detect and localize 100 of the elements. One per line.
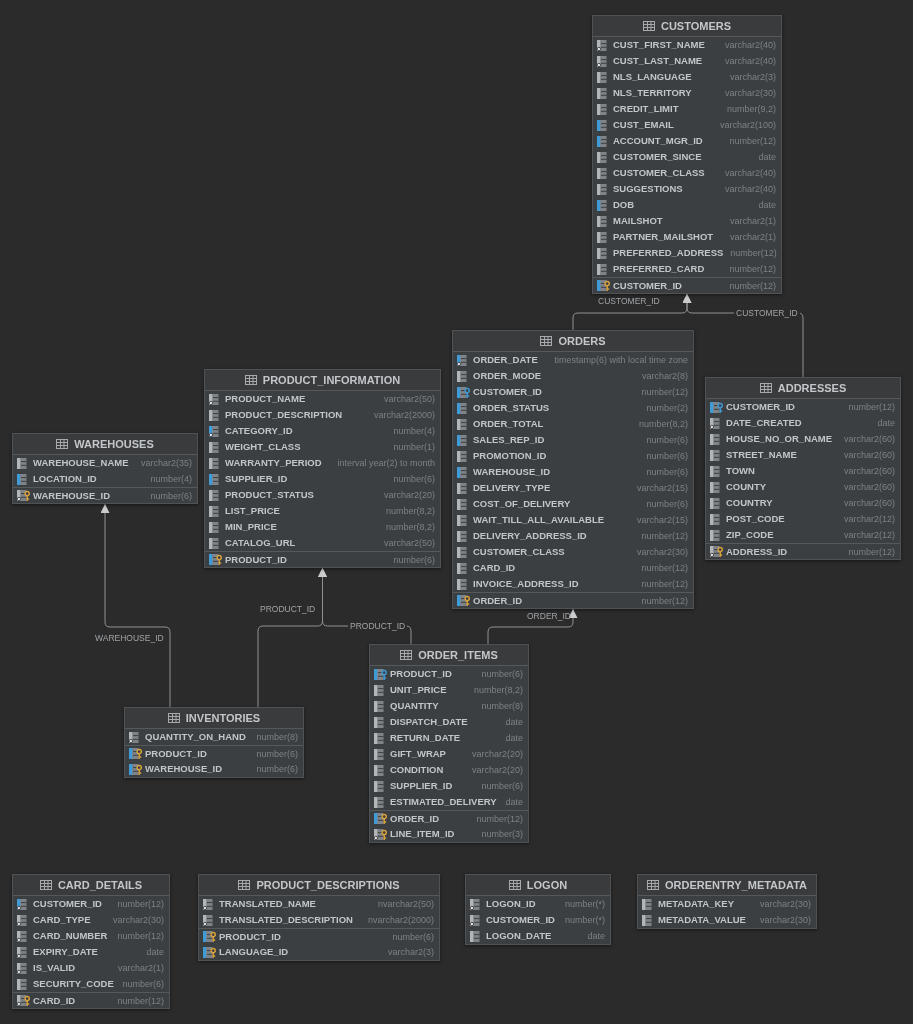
column-name: QUANTITY_ON_HAND [145, 731, 246, 743]
column-type: number(12) [640, 594, 688, 607]
column-name: METADATA_VALUE [658, 914, 746, 926]
edge-label: CUSTOMER_ID [734, 308, 800, 318]
column-type: number(6) [392, 553, 435, 566]
table-row [638, 896, 816, 912]
table-row [706, 543, 900, 559]
column-name: LOCATION_ID [33, 473, 97, 485]
column-type: varchar2(20) [470, 764, 523, 776]
column-type: nvarchar2(2000) [366, 914, 434, 926]
entity-table [204, 369, 441, 568]
column-name: COUNTRY [726, 497, 773, 509]
table-title: WAREHOUSES [74, 436, 154, 452]
column-name: SALES_REP_ID [473, 434, 545, 446]
column-name: TRANSLATED_DESCRIPTION [219, 914, 353, 926]
column-type: varchar2(20) [382, 489, 435, 501]
table-title: ORDERS [558, 333, 606, 349]
entity-table [198, 874, 440, 961]
column-type: number(12) [116, 994, 164, 1007]
connector-arrow [487, 608, 578, 645]
column-name: ZIP_CODE [726, 529, 774, 541]
table-row [706, 399, 900, 415]
column-name: TOWN [726, 465, 755, 477]
table-title: PRODUCT_INFORMATION [262, 372, 401, 388]
column-name: WAREHOUSE_ID [473, 466, 551, 478]
column-name: DELIVERY_ADDRESS_ID [473, 530, 587, 542]
column-name: SECURITY_CODE [33, 978, 114, 990]
table-row [706, 527, 900, 543]
entity-table [12, 874, 170, 1009]
entity-table [12, 433, 198, 504]
column-name: MAILSHOT [613, 215, 663, 227]
table-row [199, 944, 439, 960]
table-row [13, 471, 197, 487]
table-row [370, 666, 528, 682]
column-type: number(*) [564, 914, 605, 926]
table-row [593, 37, 781, 53]
column-type: date [586, 930, 605, 942]
column-name: CREDIT_LIMIT [613, 103, 679, 115]
column-name: ORDER_ID [473, 594, 523, 607]
column-name: CARD_TYPE [33, 914, 91, 926]
column-type: varchar2(40) [723, 55, 776, 67]
entity-table [369, 644, 529, 843]
table-row [125, 745, 303, 761]
column-name: PREFERRED_CARD [613, 263, 705, 275]
table-row [466, 896, 610, 912]
column-name: ORDER_DATE [473, 354, 538, 366]
column-name: RETURN_DATE [390, 732, 461, 744]
table-row [205, 551, 440, 567]
table-row [205, 535, 440, 551]
entity-table [124, 707, 304, 778]
table-title: CARD_DETAILS [57, 877, 143, 893]
column-name: TRANSLATED_NAME [219, 898, 316, 910]
column-name: LOGON_ID [486, 898, 536, 910]
table-row [13, 896, 169, 912]
column-name: CUSTOMER_CLASS [613, 167, 705, 179]
column-type: varchar2(8) [641, 370, 688, 382]
table-row [638, 912, 816, 928]
table-row [593, 277, 781, 293]
edge-label: WAREHOUSE_ID [95, 633, 164, 643]
column-name: CUSTOMER_ID [33, 898, 102, 910]
column-type: number(6) [645, 498, 688, 510]
column-type: varchar2(30) [111, 914, 164, 926]
column-type: number(6) [392, 473, 435, 485]
column-name: CARD_ID [473, 562, 516, 574]
column-type: number(6) [391, 930, 434, 943]
column-type: varchar2(1) [729, 215, 776, 227]
entity-table [637, 874, 817, 929]
table-title: ORDER_ITEMS [418, 647, 498, 663]
column-type: varchar2(1) [117, 962, 164, 974]
column-name: CUST_FIRST_NAME [613, 39, 705, 51]
column-name: ORDER_MODE [473, 370, 542, 382]
table-row [13, 992, 169, 1008]
column-type: number(8,2) [384, 505, 435, 517]
table-row [205, 391, 440, 407]
column-type: varchar2(60) [842, 481, 895, 493]
column-name: NLS_LANGUAGE [613, 71, 692, 83]
column-type: varchar2(60) [842, 465, 895, 477]
connector-arrow [100, 503, 171, 708]
column-name: PROMOTION_ID [473, 450, 547, 462]
column-name: EXPIRY_DATE [33, 946, 98, 958]
column-name: COUNTY [726, 481, 767, 493]
column-name: CARD_NUMBER [33, 930, 108, 942]
column-type: date [145, 946, 164, 958]
column-type: number(12) [116, 930, 164, 942]
column-type: varchar2(12) [842, 529, 895, 541]
column-type: number(12) [729, 247, 777, 259]
table-row [370, 826, 528, 842]
column-type: varchar2(40) [723, 39, 776, 51]
column-name: CUSTOMER_ID [473, 386, 542, 398]
table-row [453, 352, 693, 368]
column-type: varchar2(35) [139, 457, 192, 469]
column-name: CONDITION [390, 764, 444, 776]
column-type: date [876, 417, 895, 429]
column-name: QUANTITY [390, 700, 439, 712]
column-type: number(12) [640, 562, 688, 574]
column-type: number(12) [640, 578, 688, 590]
column-type: varchar2(30) [635, 546, 688, 558]
column-type: varchar2(50) [382, 537, 435, 549]
column-name: PRODUCT_ID [225, 553, 287, 566]
column-name: WARRANTY_PERIOD [225, 457, 322, 469]
